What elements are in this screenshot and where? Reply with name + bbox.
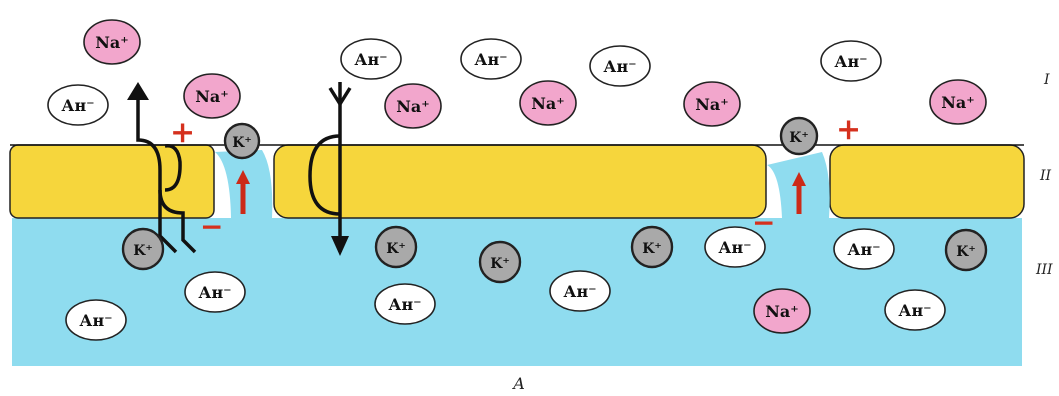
an-ion: Ан⁻ [184,271,246,313]
minus-sign: − [200,210,223,243]
k-ion-label: K⁺ [789,130,809,146]
an-ion-label: Ан⁻ [61,96,94,115]
an-ion-label: Ан⁻ [847,240,880,259]
membrane-segment [829,144,1025,219]
up-arrow-icon [127,82,149,100]
plus-sign: + [836,112,861,147]
k-ion: K⁺ [121,227,165,271]
layer-label: II [1040,168,1052,184]
k-ion: K⁺ [374,225,418,269]
outward-arrow [136,96,178,254]
an-ion-label: Ан⁻ [354,50,387,69]
up-arrow-icon [792,172,806,186]
an-ion: Ан⁻ [374,283,436,325]
transport-arrows [136,82,352,254]
membrane-segment [9,144,215,219]
na-ion-label: Na⁺ [941,93,974,112]
na-ion-label: Na⁺ [531,94,564,113]
an-ion: Ан⁻ [460,38,522,80]
an-ion-label: Ан⁻ [603,57,636,76]
na-ion: Na⁺ [83,19,141,65]
an-ion-label: Ан⁻ [898,301,931,320]
an-ion-label: Ан⁻ [198,283,231,302]
na-ion-label: Na⁺ [765,302,798,321]
k-ion: K⁺ [478,240,522,284]
an-ion: Ан⁻ [65,299,127,341]
na-ion-label: Na⁺ [95,33,128,52]
na-ion: Na⁺ [683,81,741,127]
up-arrow-icon [236,170,250,184]
plus-sign: + [170,115,195,150]
an-ion-label: Ан⁻ [563,282,596,301]
na-ion: Na⁺ [753,288,811,334]
an-ion-label: Ан⁻ [474,50,507,69]
an-ion: Ан⁻ [340,38,402,80]
an-ion-label: Ан⁻ [388,295,421,314]
an-ion: Ан⁻ [884,289,946,331]
na-ion-label: Na⁺ [195,87,228,106]
minus-sign: − [752,206,775,239]
na-ion: Na⁺ [384,83,442,129]
an-ion-label: Ан⁻ [79,311,112,330]
k-ion: K⁺ [944,228,988,272]
an-ion: Ан⁻ [704,226,766,268]
k-ion-label: K⁺ [386,241,406,257]
k-ion: K⁺ [779,116,819,156]
channel-arrows [236,170,806,214]
k-ion: K⁺ [223,122,261,160]
na-ion-label: Na⁺ [396,97,429,116]
k-ion-label: K⁺ [133,243,153,259]
k-ion-label: K⁺ [232,135,252,151]
an-ion: Ан⁻ [47,84,109,126]
na-ion: Na⁺ [183,73,241,119]
down-arrow-icon [331,236,349,256]
an-ion: Ан⁻ [589,45,651,87]
k-ion-label: K⁺ [490,256,510,272]
layer-label: III [1036,262,1053,278]
an-ion: Ан⁻ [549,270,611,312]
ion-layer: Na⁺ Ан⁻ Na⁺ K⁺ Ан⁻ Ан⁻ Ан⁻ Ан⁻ Na⁺ Na⁺ Na⁺ Na⁺ K⁺ K⁺ А… [47,19,988,341]
na-ion: Na⁺ [929,79,987,125]
na-ion-label: Na⁺ [695,95,728,114]
k-ion-label: K⁺ [642,241,662,257]
na-ion: Na⁺ [519,80,577,126]
an-ion-label: Ан⁻ [834,52,867,71]
an-ion: Ан⁻ [820,40,882,82]
membrane-layer [9,144,1025,219]
layer-label: I [1044,72,1050,88]
an-ion-label: Ан⁻ [718,238,751,257]
membrane-segment [273,144,767,219]
k-ion-label: K⁺ [956,244,976,260]
k-ion: K⁺ [630,225,674,269]
figure-caption: А [513,374,526,393]
an-ion: Ан⁻ [833,228,895,270]
